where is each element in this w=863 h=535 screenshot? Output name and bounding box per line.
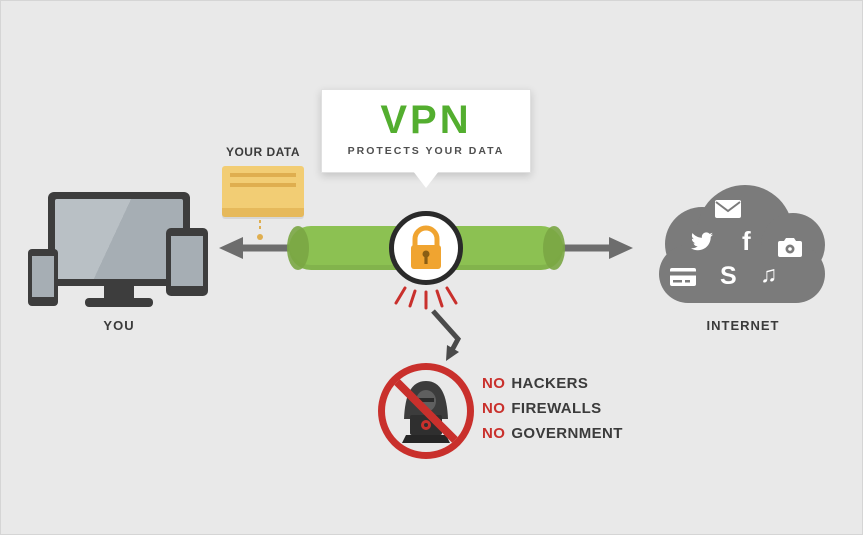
vpn-title: VPN (380, 98, 472, 142)
no-hackers-sign (378, 363, 474, 459)
credit-card-icon (670, 268, 696, 286)
no-word: NO (482, 400, 506, 417)
you-label: YOU (103, 318, 135, 333)
facebook-icon: f (742, 226, 751, 256)
camera-icon (778, 238, 802, 257)
your-data-label: YOUR DATA (225, 145, 301, 159)
desktop-monitor (48, 192, 190, 286)
monitor-base (85, 298, 153, 307)
blocked-item-firewalls: NO FIREWALLS (482, 400, 623, 417)
callout-tail (413, 171, 439, 188)
lock-icon (411, 225, 441, 269)
vpn-callout: VPN PROTECTS YOUR DATA (321, 89, 531, 188)
data-drop-connector (257, 220, 263, 240)
encryption-lock-badge (389, 211, 463, 285)
tunnel-cap-left (287, 226, 309, 270)
smartphone (28, 249, 58, 306)
prohibition-slash (387, 372, 465, 450)
email-icon (715, 200, 741, 218)
no-word: NO (482, 375, 506, 392)
blocked-label: HACKERS (511, 375, 589, 392)
tablet (166, 228, 208, 296)
twitter-icon (691, 232, 713, 251)
tablet-screen (171, 236, 203, 286)
deflected-attack-arrow (431, 309, 462, 361)
blocked-list: NO HACKERS NO FIREWALLS NO GOVERNMENT (482, 375, 623, 450)
blocked-label: GOVERNMENT (511, 425, 623, 442)
blocked-item-hackers: NO HACKERS (482, 375, 623, 392)
blocked-item-government: NO GOVERNMENT (482, 425, 623, 442)
music-icon: ♫ (760, 261, 778, 287)
folder-strip (222, 208, 304, 217)
no-word: NO (482, 425, 506, 442)
prohibition-ring (378, 363, 474, 459)
internet-label: INTERNET (706, 318, 780, 333)
skype-icon: S (720, 262, 737, 290)
data-folder-icon (222, 166, 304, 217)
vpn-subtitle: PROTECTS YOUR DATA (347, 145, 505, 157)
blocked-label: FIREWALLS (511, 400, 602, 417)
monitor-screen (55, 199, 183, 279)
phone-screen (32, 256, 54, 297)
monitor-stand (104, 286, 134, 299)
blocked-rays (394, 286, 458, 310)
tunnel-cap-right (543, 226, 565, 270)
